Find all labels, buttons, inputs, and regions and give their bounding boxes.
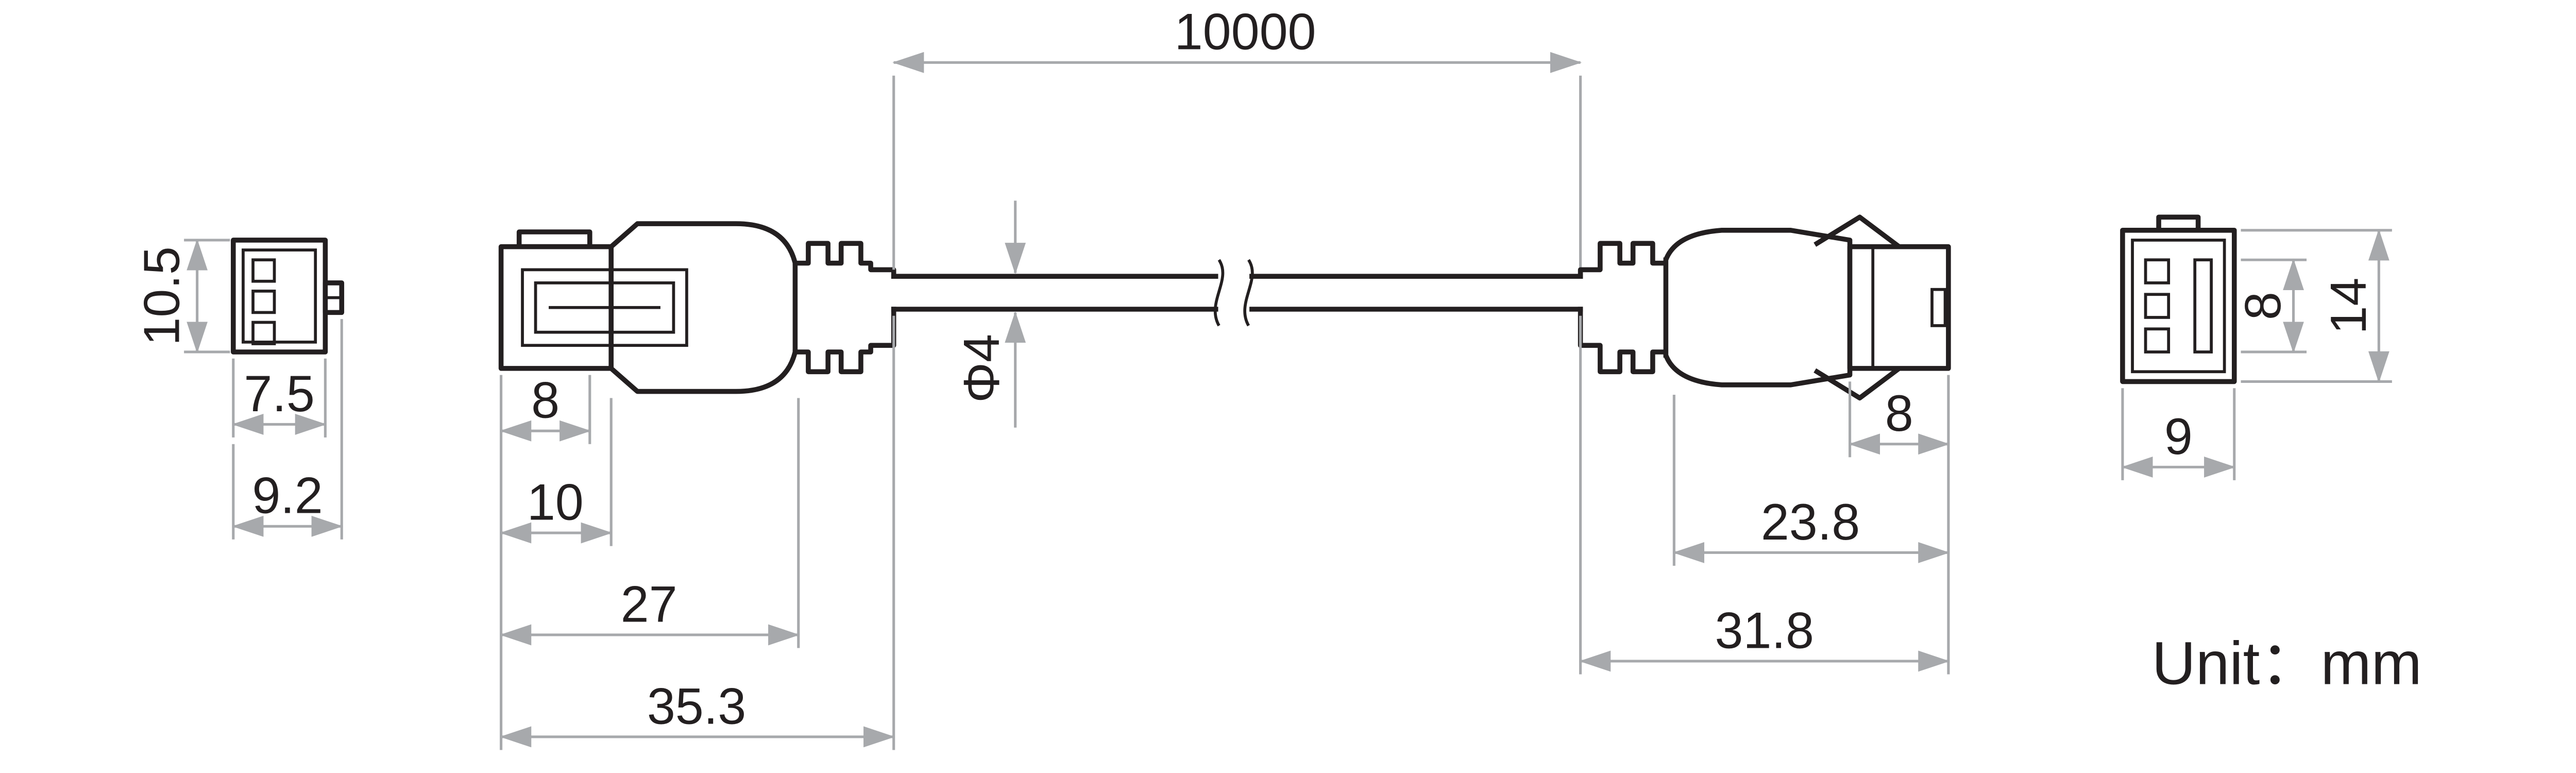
dimension-left-plug-total: 35.3 xyxy=(500,315,895,750)
dimension-value: 9.2 xyxy=(252,467,323,524)
dimension-cable-length: 10000 xyxy=(892,3,1582,270)
dimension-value: 23.8 xyxy=(1761,493,1860,550)
dimension-right-front-width: 9 xyxy=(2121,388,2236,480)
cable xyxy=(891,259,1583,327)
right-front-housing-outline xyxy=(2120,228,2237,384)
dimension-value: 14 xyxy=(2319,278,2377,334)
cable-break-symbol xyxy=(1243,259,1254,327)
plug-head-outline xyxy=(1847,244,1951,371)
dimension-value: 7.5 xyxy=(244,365,314,422)
left-front-housing-inner xyxy=(242,248,317,344)
dimension-value: 10000 xyxy=(1175,3,1316,60)
dimension-value: 8 xyxy=(2234,292,2291,320)
cable-break-symbol xyxy=(1213,259,1225,327)
strain-relief-bottom-profile xyxy=(1578,307,1669,375)
left-plug-side-view xyxy=(498,221,896,394)
dimension-right-plug-body: 23.8 xyxy=(1672,394,1950,566)
dimension-value: 35.3 xyxy=(647,677,746,734)
dimension-left-plug-housing: 10 xyxy=(500,398,613,546)
contact-slot-outer xyxy=(521,268,688,347)
right-front-housing-inner xyxy=(2131,239,2226,374)
dimension-right-plug-head: 8 xyxy=(1849,375,1950,675)
left-front-housing-outline xyxy=(231,238,328,355)
dimension-right-front-pin-span: 8 xyxy=(2234,258,2307,354)
latch-wing-top xyxy=(1814,214,1903,250)
dimension-value: 10.5 xyxy=(133,246,190,346)
dimension-value: Φ4 xyxy=(953,334,1010,403)
pin-icon xyxy=(2144,258,2171,284)
strain-relief-top-profile xyxy=(1578,241,1669,279)
dimension-left-front-height: 10.5 xyxy=(133,239,230,354)
dimension-right-plug-total: 31.8 xyxy=(1579,315,1950,675)
dimension-left-front-total-width: 9.2 xyxy=(232,319,343,540)
dimension-cable-diameter: Φ4 xyxy=(953,200,1026,428)
contact-slot-inner xyxy=(534,281,675,334)
latch-slot xyxy=(2193,258,2213,354)
right-connector-front-view xyxy=(2120,214,2237,384)
unit-label: Unit：mm xyxy=(2152,630,2422,698)
dimension-right-front-height: 14 xyxy=(2241,229,2392,383)
dimension-left-plug-body: 27 xyxy=(500,398,800,648)
pin-icon xyxy=(251,321,276,345)
dimension-value: 27 xyxy=(621,575,677,632)
left-connector-front-view xyxy=(231,238,345,355)
strain-relief-top-profile xyxy=(792,241,896,279)
strain-relief-bottom-profile xyxy=(792,307,896,375)
plug-body-outline xyxy=(1663,228,1853,388)
dimension-left-plug-latch: 8 xyxy=(500,372,591,750)
dimension-value: 10 xyxy=(527,473,584,530)
pin-icon xyxy=(251,258,276,283)
dimension-value: 9 xyxy=(2164,408,2193,465)
pin-icon xyxy=(251,290,276,314)
pin-icon xyxy=(2144,327,2171,354)
head-contact-window xyxy=(1930,288,1947,327)
dimension-left-front-body-width: 7.5 xyxy=(232,358,327,438)
latch-wing-bottom xyxy=(1814,365,1903,401)
right-plug-side-view xyxy=(1578,214,1951,401)
dimension-value: 31.8 xyxy=(1715,601,1814,659)
pin-icon xyxy=(2144,293,2171,319)
dimension-value: 8 xyxy=(531,372,560,429)
dimension-value: 8 xyxy=(1885,384,1913,442)
